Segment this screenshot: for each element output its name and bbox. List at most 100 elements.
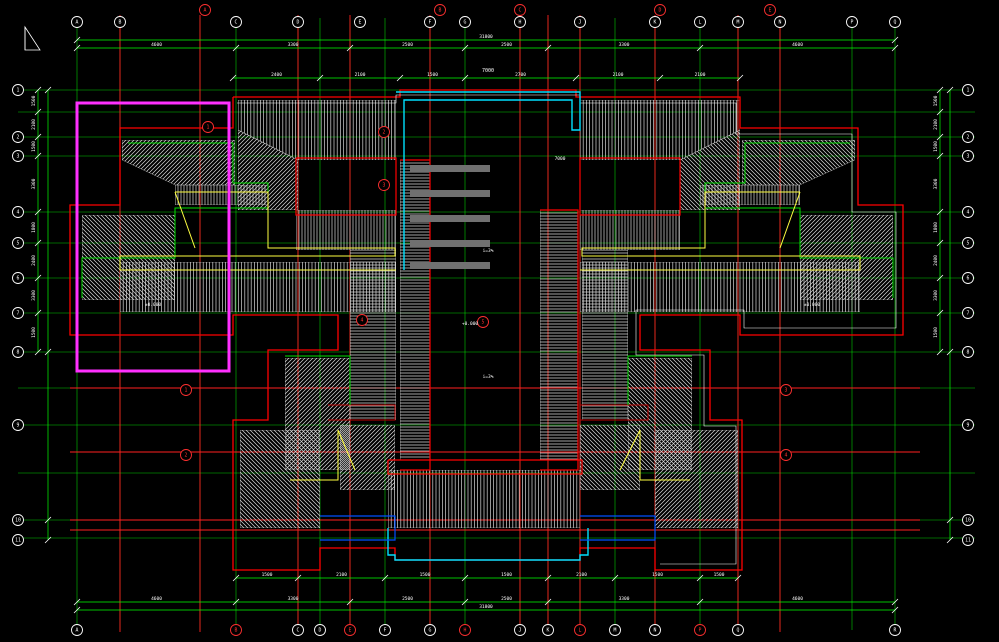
dim-tick [946, 348, 954, 356]
axis-bubble-bottom: M [609, 624, 621, 636]
inner-outline [237, 94, 897, 565]
hatch-line [265, 130, 298, 210]
hatch-line [240, 430, 273, 528]
hatch-line [580, 425, 633, 490]
bubble-label: E [349, 628, 352, 634]
dim-label: 4600 [151, 596, 162, 602]
hatch-line [824, 140, 855, 185]
slope-label: i=3% [483, 374, 494, 380]
axis-bubble-bottom: R [889, 624, 901, 636]
hatch-line [752, 140, 799, 185]
hatch-line [285, 358, 342, 470]
hatch-line [160, 140, 207, 185]
slope-edge [238, 130, 298, 210]
core-wall-left [400, 159, 431, 471]
yellow-outline-right [580, 191, 861, 271]
bubble-circle [12, 84, 24, 96]
dim-tick [461, 44, 469, 52]
hatched-roof-slope [388, 470, 580, 528]
hatch-line [240, 430, 253, 528]
axis-bubble-left: 8 [12, 346, 24, 358]
axis-bubble-top: J [574, 16, 586, 28]
bubble-label: 1 [207, 125, 210, 131]
bubble-label: 4 [361, 318, 364, 324]
hatch-line [655, 430, 716, 528]
hatch-line [301, 430, 320, 528]
bubble-circle [889, 624, 901, 636]
axis-bubble-left: 9 [12, 419, 24, 431]
hatch-line [208, 140, 235, 185]
hatch-line [848, 140, 855, 185]
bubble-label: 8 [967, 350, 970, 356]
bubble-label: J [519, 628, 522, 634]
hatch-line [742, 140, 759, 185]
hatch-line [238, 130, 298, 210]
dim-tick [44, 348, 52, 356]
bubble-label: 7 [967, 311, 970, 317]
bubble-label: 1 [185, 388, 188, 394]
bubble-circle [694, 16, 706, 28]
axis-bubble-left: 4 [12, 206, 24, 218]
bubble-label: D [297, 20, 300, 26]
hatch-line [580, 425, 613, 490]
dim-label: 1500 [31, 141, 37, 152]
dim-tick [544, 598, 552, 606]
bubble-circle [962, 514, 974, 526]
hatch-line [285, 358, 350, 470]
bubble-circle [12, 272, 24, 284]
dim-tick [34, 274, 42, 282]
hatch-line [655, 430, 672, 528]
bubble-label: R [894, 628, 897, 634]
axis-bubble-right: 7 [962, 307, 974, 319]
selection-box[interactable] [75, 101, 231, 373]
inner-wall-box-left [295, 157, 397, 216]
axis-bubble-left: 5 [12, 237, 24, 249]
dim-tick [936, 274, 944, 282]
hatch-line [305, 430, 320, 528]
dim-tick [936, 239, 944, 247]
hatch-line [152, 140, 199, 185]
hatch-line [346, 425, 395, 490]
hatch-line [772, 140, 819, 185]
dim-tick [936, 152, 944, 160]
hatch-line [261, 430, 320, 528]
hatch-line [723, 130, 740, 210]
bubble-label: 4 [967, 210, 970, 216]
dim-tick [946, 516, 954, 524]
hatch-line [300, 358, 350, 470]
hatch-line [874, 215, 893, 300]
dim-label: 1500 [933, 95, 939, 106]
axis-bubble-left: 1 [12, 84, 24, 96]
hatch-line [340, 425, 395, 490]
hatch-line [742, 140, 755, 185]
callout-bubble: 2 [378, 126, 390, 138]
dim-label: 1500 [420, 572, 431, 578]
axis-bubble-red: 4 [780, 449, 792, 461]
dim-label: 1500 [262, 572, 273, 578]
dim-tick [73, 606, 81, 614]
bubble-circle [732, 16, 744, 28]
dim-tick [34, 108, 42, 116]
hatch-line [610, 425, 640, 490]
hatched-roof-slope [580, 210, 680, 250]
dim-tick [34, 348, 42, 356]
hatch-line [312, 358, 350, 470]
hatch-line [742, 140, 775, 185]
dim-label: 1800 [933, 222, 939, 233]
axis-bubble-bottom: G [424, 624, 436, 636]
hatch-line [688, 430, 738, 528]
stair-tread [410, 215, 490, 222]
bubble-circle [649, 624, 661, 636]
hatch-line [728, 430, 738, 528]
dim-label: 3300 [933, 178, 939, 189]
stair-tread [410, 262, 490, 269]
hatch-line [655, 430, 680, 528]
hatch-line [680, 130, 713, 210]
hatch-line [580, 425, 617, 490]
elevation-label: ±0.000 [804, 302, 821, 308]
hatch-line [82, 215, 95, 300]
axis-bubble-bottom: N [649, 624, 661, 636]
hatch-line [212, 140, 235, 185]
hatch-line [144, 215, 175, 300]
